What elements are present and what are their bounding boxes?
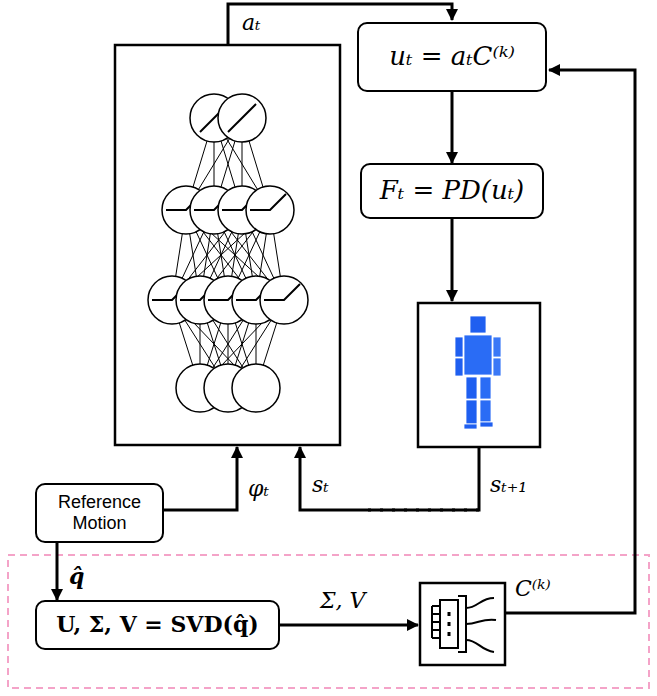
force-wire bbox=[451, 219, 454, 301]
figure-head bbox=[470, 316, 486, 333]
wires bbox=[162, 4, 635, 625]
neuron bbox=[260, 276, 308, 324]
neuron bbox=[246, 186, 294, 234]
node-text: Fₜ = PD(uₜ) bbox=[380, 176, 525, 206]
activation-relu bbox=[250, 194, 286, 210]
node-text: U, Σ, V = SVD(q̂) bbox=[56, 612, 258, 637]
flow-arrow bbox=[56, 543, 59, 600]
filter-body bbox=[440, 600, 458, 648]
signal-label: sₜ bbox=[310, 472, 331, 497]
simulation-box bbox=[418, 303, 540, 447]
state-wire bbox=[360, 447, 479, 510]
filter-dots bbox=[448, 612, 451, 636]
figure-leg bbox=[480, 400, 491, 422]
edge-label: q̂ bbox=[67, 564, 86, 589]
formula-box: uₜ = aₜC⁽ᵏ⁾ bbox=[357, 22, 547, 92]
phase-wire bbox=[162, 447, 237, 510]
activation-linear bbox=[228, 104, 256, 132]
figure-foot bbox=[480, 422, 493, 427]
filter-comb bbox=[432, 606, 440, 638]
neuron-layer bbox=[162, 186, 294, 234]
neuron-layer bbox=[148, 276, 308, 324]
filter-stream bbox=[466, 640, 494, 652]
figure-arm bbox=[455, 358, 463, 376]
node-text: uₜ = aₜC⁽ᵏ⁾ bbox=[389, 42, 515, 72]
filter-frame bbox=[458, 596, 466, 652]
figure-leg bbox=[466, 377, 477, 399]
signal-label: C⁽ᵏ⁾ bbox=[513, 576, 553, 601]
svd-wire bbox=[280, 624, 418, 627]
filter-icon bbox=[432, 596, 496, 652]
neuron-layer bbox=[190, 94, 266, 142]
source-box: Reference Motion bbox=[35, 483, 164, 543]
basis-wire bbox=[505, 70, 635, 613]
node-text: Reference Motion bbox=[49, 492, 150, 533]
filter-stream bbox=[466, 598, 494, 608]
figure-arm bbox=[493, 358, 501, 376]
signal-label: aₜ bbox=[240, 10, 263, 35]
figure-torso bbox=[464, 335, 492, 375]
filter-box bbox=[420, 583, 505, 665]
figure-arm bbox=[455, 337, 463, 357]
neuron bbox=[218, 94, 266, 142]
signal-label: φₜ bbox=[246, 476, 271, 501]
figure-leg bbox=[480, 377, 491, 399]
activation-relu bbox=[264, 284, 300, 300]
dotted-wire bbox=[360, 509, 479, 512]
network-box bbox=[115, 45, 340, 445]
signal-label: sₜ₊₁ bbox=[488, 472, 529, 497]
network-connections bbox=[172, 118, 284, 388]
state-wire bbox=[300, 447, 360, 510]
dashed-region bbox=[8, 555, 649, 688]
character-figure bbox=[455, 316, 501, 429]
figure-foot bbox=[464, 424, 477, 429]
figure-arm bbox=[493, 337, 501, 357]
neuron bbox=[232, 364, 280, 412]
figure-leg bbox=[466, 400, 477, 424]
formula-box: Fₜ = PD(uₜ) bbox=[360, 163, 544, 219]
process-box: U, Σ, V = SVD(q̂) bbox=[35, 600, 280, 650]
filter-stream bbox=[466, 620, 496, 624]
signal-label: Σ, V bbox=[318, 588, 367, 613]
neuron-layer bbox=[176, 364, 280, 412]
flow-arrow bbox=[451, 92, 454, 163]
